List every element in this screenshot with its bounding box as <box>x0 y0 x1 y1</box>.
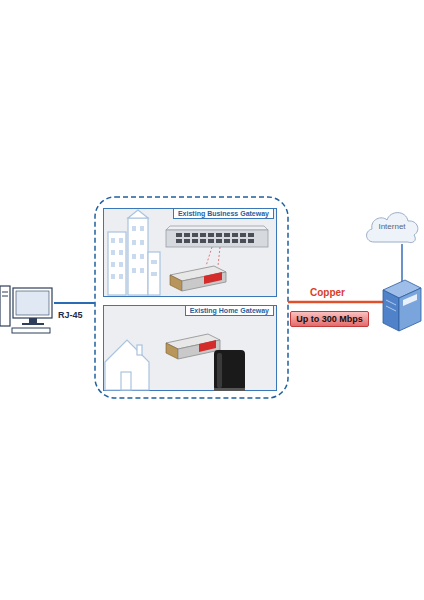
leader-line <box>206 247 212 266</box>
medium-label: Copper <box>310 287 345 298</box>
ethernet-switch <box>166 226 268 247</box>
network-device <box>383 280 421 331</box>
rj45-wire <box>54 302 95 304</box>
panel-heading: Existing Home Gateway <box>185 305 274 316</box>
sfp-module <box>166 334 220 359</box>
building-windows <box>111 226 157 279</box>
dashed-enclosure <box>95 197 288 398</box>
internet-cloud: Internet <box>362 206 422 246</box>
house <box>105 340 149 390</box>
leader-line <box>218 247 220 266</box>
office-buildings <box>108 210 160 295</box>
node-text: Internet <box>378 222 405 231</box>
gateway-panel: Existing Business Gateway <box>103 208 277 297</box>
gateway-panel: Existing Home Gateway <box>103 305 277 391</box>
uplink-wire <box>401 244 403 284</box>
copper-wire <box>288 301 384 304</box>
panel-heading: Existing Business Gateway <box>173 208 274 219</box>
sfp-module <box>170 266 226 291</box>
home-modem <box>214 350 245 391</box>
computer <box>0 286 52 333</box>
node-text: Up to 300 Mbps <box>296 314 363 324</box>
port-label: RJ-45 <box>58 310 83 320</box>
speed-badge: Up to 300 Mbps <box>290 311 369 327</box>
